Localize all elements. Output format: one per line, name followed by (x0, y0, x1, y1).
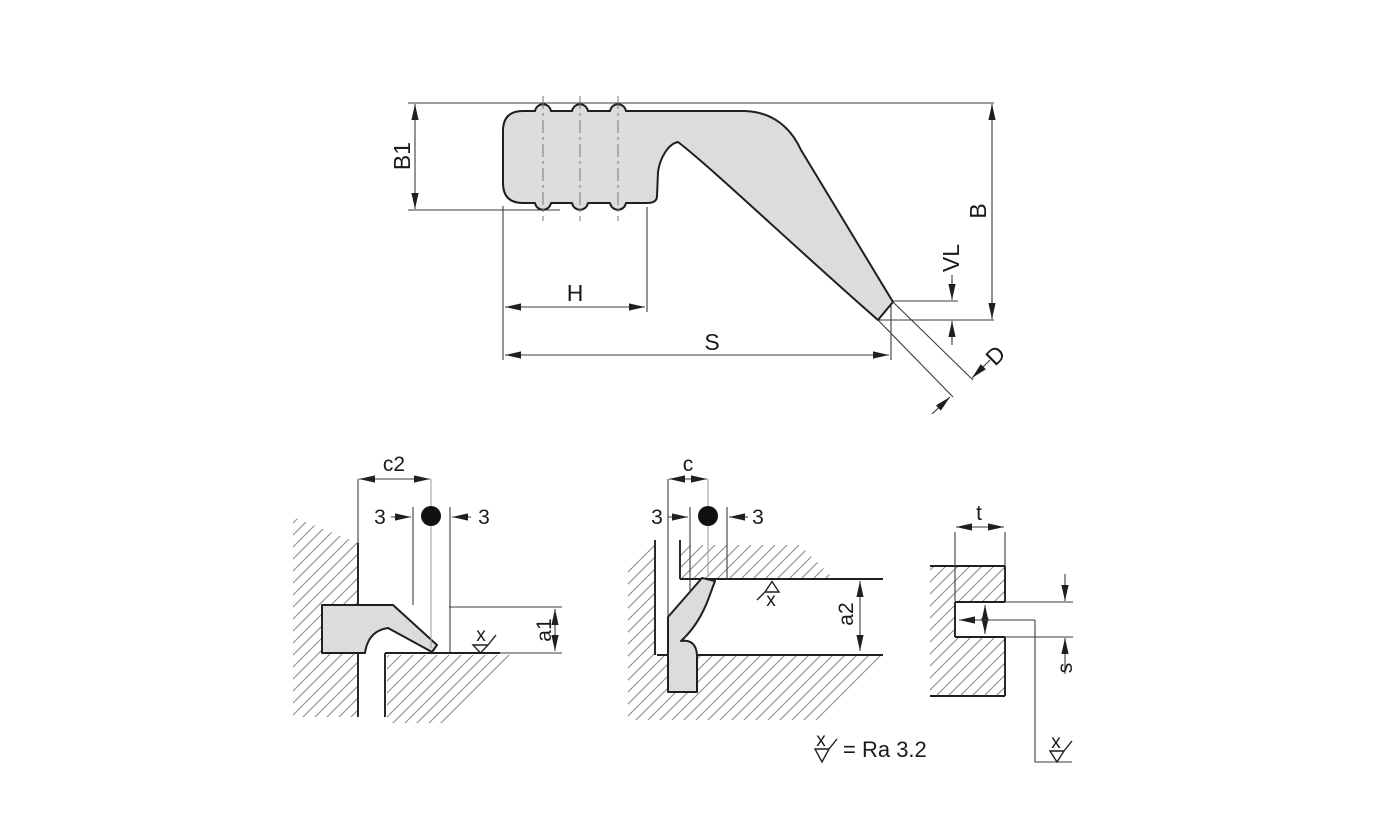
dimension-t: t (954, 502, 1006, 601)
dimension-vl: VL (938, 244, 964, 345)
gauge-ball (421, 506, 441, 526)
hatch-region-slab (680, 545, 833, 578)
surface-mark-label: x (1051, 732, 1061, 753)
offset-callout-left: 3 (651, 506, 688, 529)
roughness-note: x = Ra 3.2 (813, 730, 927, 764)
surface-mark-label: x (476, 625, 486, 646)
dim-label-3-right: 3 (752, 506, 764, 529)
lip-edge-line (877, 319, 954, 398)
dimension-c: c (669, 453, 707, 483)
dimension-c2: c2 (359, 453, 430, 483)
dim-label-c2: c2 (383, 453, 405, 476)
dim-label-h: H (567, 280, 584, 306)
dimension-a2: a2 (835, 581, 864, 651)
offset-callout-right: 3 (452, 506, 490, 529)
offset-callout-left: 3 (374, 506, 411, 529)
surface-finish-icon: x (471, 625, 497, 655)
wiper-blade-shape (667, 577, 716, 693)
hatch-region-block (930, 637, 1005, 696)
detail-left: c2 3 3 a1 x (293, 453, 562, 723)
dim-label-3-right: 3 (478, 506, 490, 529)
hatch-region-block (930, 602, 955, 637)
dimension-b1: B1 (389, 104, 419, 209)
note-mark-label: x (816, 730, 826, 751)
dim-label-s: S (704, 329, 719, 355)
surface-mark-label: x (766, 590, 776, 611)
dim-label-b1: B1 (389, 142, 415, 170)
wiper-blade-shape (321, 604, 438, 654)
hatch-region-bed (387, 655, 513, 723)
leader-line (1034, 620, 1072, 763)
wiper-profile-shape (502, 103, 894, 321)
dim-label-vl: VL (938, 244, 964, 272)
dimension-s-groove: s (1054, 574, 1077, 674)
dim-label-a1: a1 (533, 618, 556, 641)
surface-finish-icon: x (1048, 732, 1073, 764)
dimension-s: S (505, 329, 889, 359)
detail-right: t s x (930, 502, 1077, 764)
surface-finish-icon: x (756, 580, 781, 611)
dim-label-3-left: 3 (374, 506, 386, 529)
detail-middle: c 3 3 a2 x (628, 453, 883, 720)
dim-label-s: s (1054, 663, 1077, 674)
offset-callout-right: 3 (729, 506, 764, 529)
dimension-h: H (505, 280, 645, 311)
dimension-b: B (965, 104, 996, 319)
hatch-region-block (930, 566, 1005, 602)
dim-label-t: t (976, 502, 982, 525)
dim-label-b: B (965, 203, 991, 218)
note-text: = Ra 3.2 (843, 737, 927, 762)
main-view: B1 H S B VL D (389, 96, 1010, 415)
dimension-a1: a1 (449, 606, 562, 651)
gauge-ball (698, 506, 718, 526)
dim-label-3-left: 3 (651, 506, 663, 529)
lip-edge-line (892, 301, 974, 381)
surface-finish-icon: x (813, 730, 838, 764)
dim-label-a2: a2 (835, 602, 858, 625)
dim-label-c: c (683, 453, 694, 476)
